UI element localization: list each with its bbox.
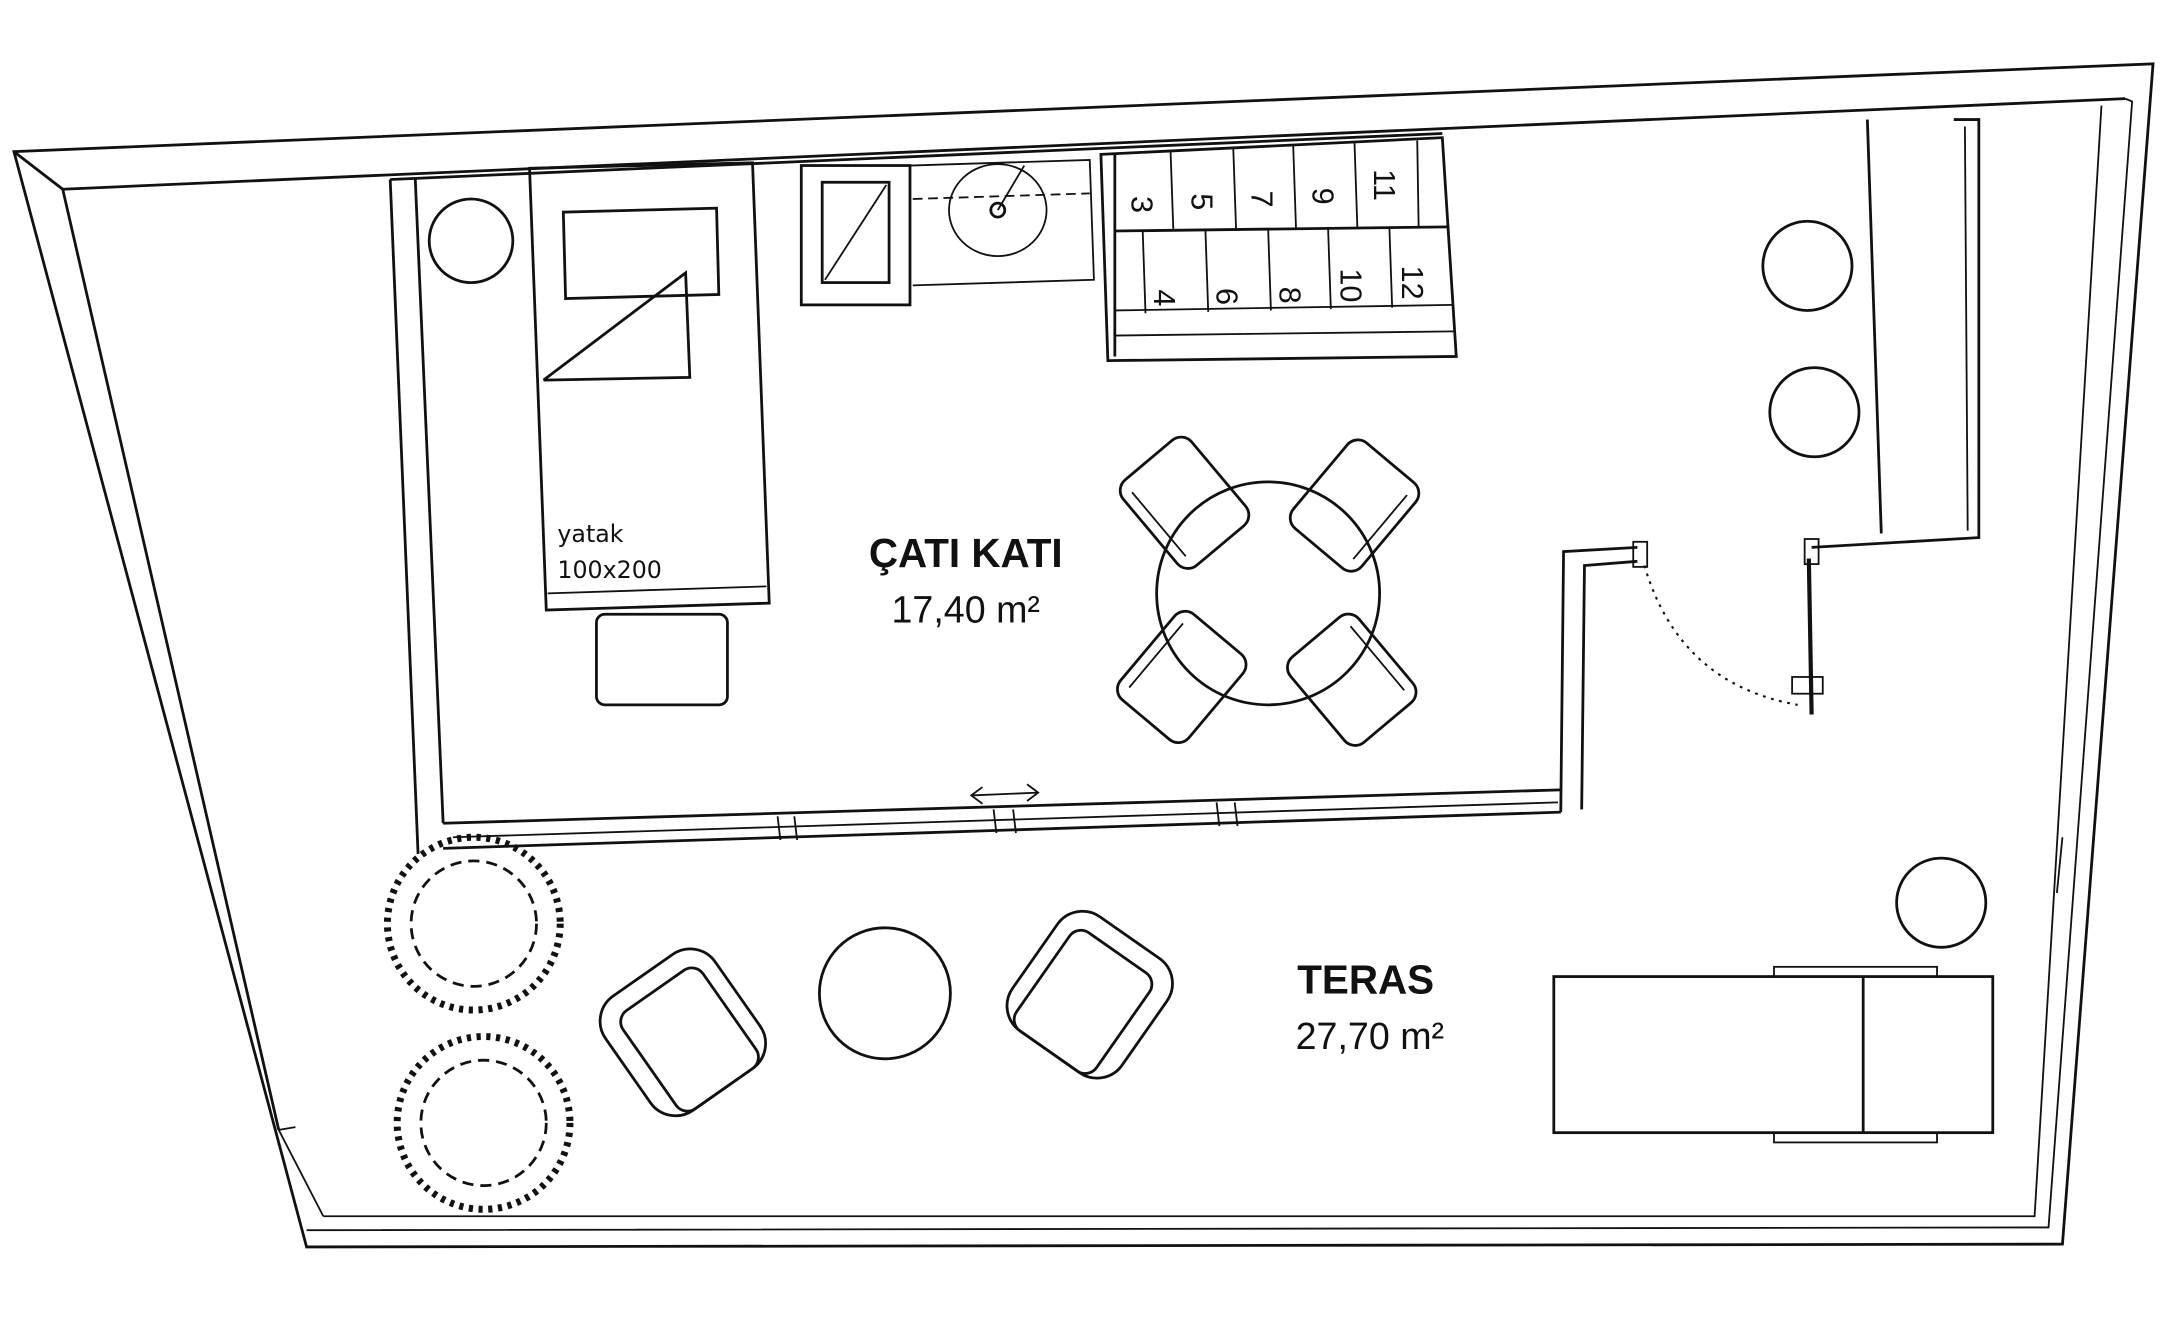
stair-step: 4 [1147, 289, 1181, 306]
room-name-teras: TERAS [1297, 956, 1434, 1002]
outer-walls [12, 62, 2155, 1249]
stair-step: 11 [1367, 169, 1401, 201]
coffee-table [818, 926, 952, 1061]
stair-step: 8 [1272, 287, 1306, 304]
stair-step: 9 [1306, 188, 1340, 205]
door [1632, 538, 1824, 715]
stair-step: 3 [1125, 196, 1159, 213]
room-area-teras: 27,70 m² [1296, 1015, 1444, 1057]
staircase: 3 4 5 6 7 8 9 10 11 12 [1099, 136, 1458, 363]
rug [595, 612, 729, 707]
room-walls [388, 118, 2064, 894]
bed: yatak 100x200 [528, 161, 771, 612]
room-name-cati-kati: ÇATI KATI [869, 530, 1063, 576]
bed-label: yatak [557, 520, 623, 548]
stool [1761, 219, 1854, 312]
sun-lounger [1552, 965, 1995, 1144]
lounge-chair [1005, 909, 1174, 1080]
shower [799, 164, 912, 307]
stool [1768, 366, 1861, 459]
sink [909, 159, 1095, 287]
side-table [1895, 856, 1988, 949]
stair-step: 6 [1210, 288, 1244, 305]
lounge-chair [598, 947, 767, 1118]
stair-step: 10 [1334, 268, 1368, 302]
stair-step: 12 [1395, 266, 1429, 300]
stair-step: 5 [1184, 193, 1218, 210]
dining-set [1116, 435, 1421, 747]
bed-size: 100x200 [557, 556, 661, 584]
plants [383, 833, 574, 1213]
stair-step: 7 [1244, 190, 1278, 207]
room-area-cati-kati: 17,40 m² [892, 589, 1040, 631]
sliding-door-arrow [969, 783, 1040, 805]
nightstand [427, 197, 515, 284]
